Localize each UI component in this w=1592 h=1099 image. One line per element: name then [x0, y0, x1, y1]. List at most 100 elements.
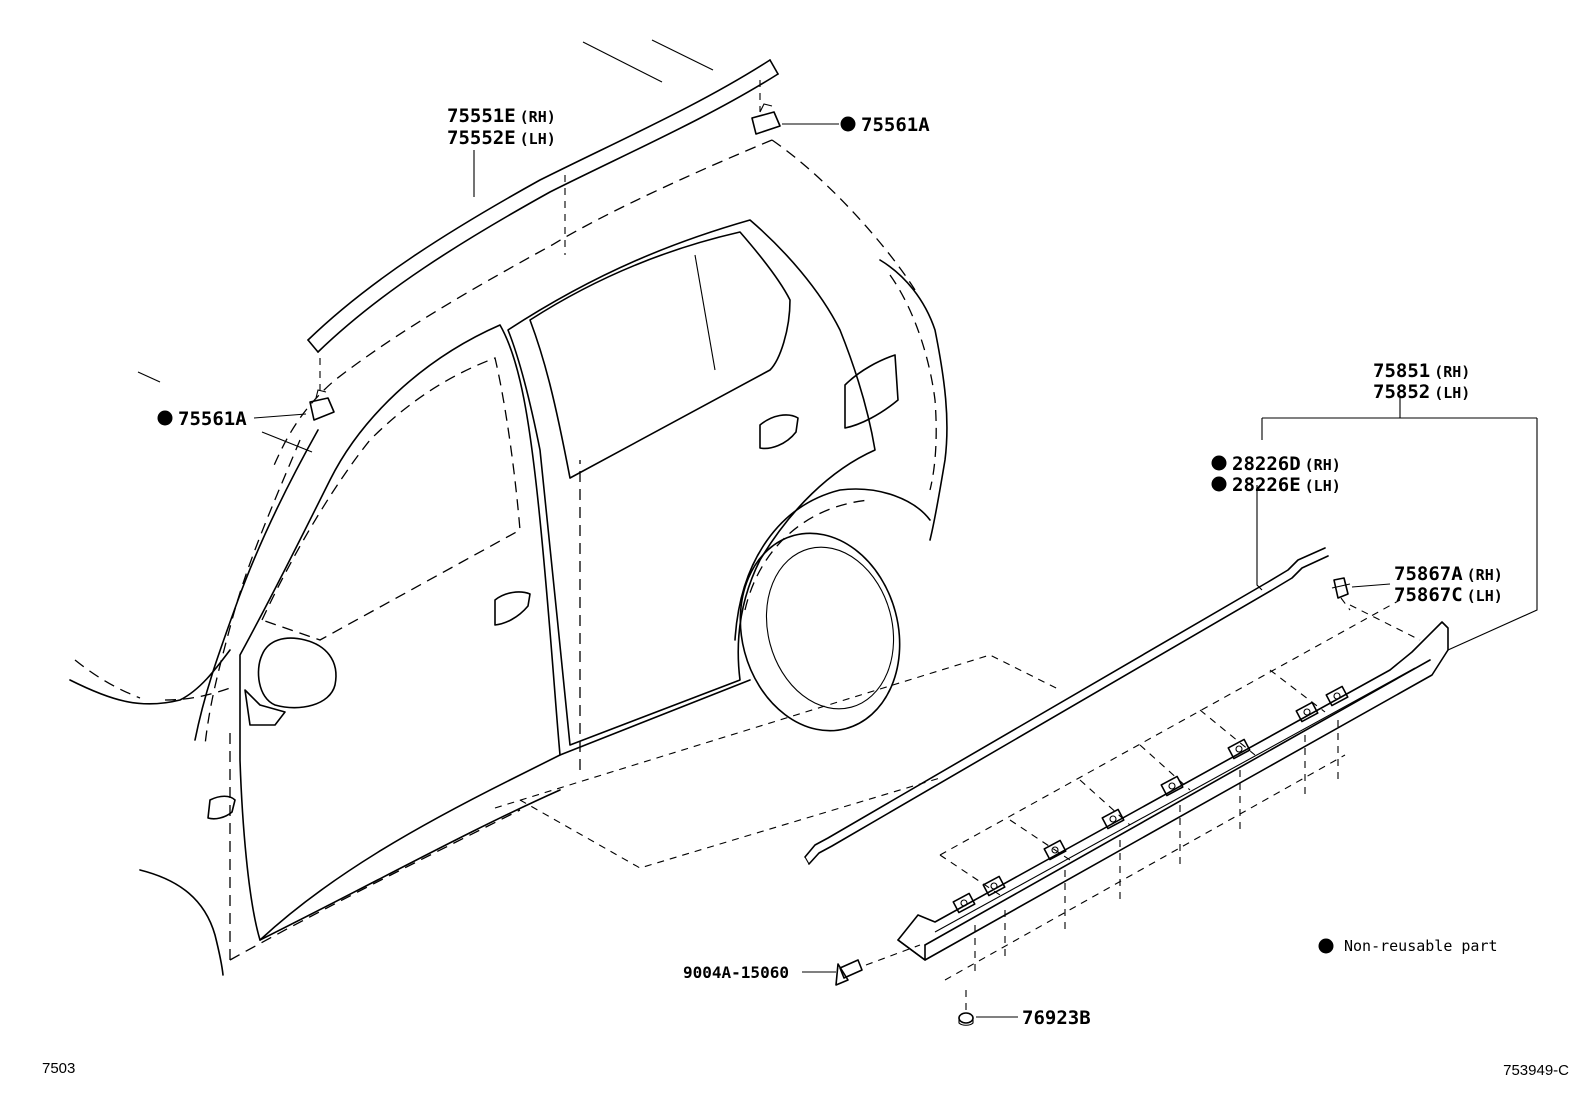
label-tape-lh: 28226E(LH) [1232, 474, 1341, 496]
projection-line [944, 754, 1346, 981]
label-clip-upper: 75561A [861, 114, 930, 136]
non-reusable-bullet [1211, 455, 1227, 471]
leader-clip-left [253, 413, 307, 419]
plug-body [958, 1012, 974, 1024]
projection-line [939, 854, 1001, 896]
projection-line [1139, 744, 1191, 791]
leader-clip-left-2 [261, 431, 313, 453]
clip-body [309, 397, 335, 421]
roof-outline [271, 139, 773, 471]
label-rocker-clip-lh: 75867C(LH) [1394, 584, 1503, 606]
a-pillar-outline [204, 439, 301, 746]
leader-rocker-clip [1351, 583, 1391, 588]
projection-line [1079, 779, 1131, 826]
hood-outline [74, 659, 141, 699]
rocker-tape [804, 547, 1329, 865]
label-roof-molding-rh: 75551E(RH) [447, 105, 556, 127]
roof-molding-end [307, 339, 319, 353]
clip-upper-icon [751, 103, 781, 135]
tab-shape [1295, 701, 1319, 723]
front-door-window-outline [261, 357, 521, 641]
tab-shape [1227, 738, 1251, 760]
rocker-molding-ridge [934, 667, 1416, 933]
a-pillar [194, 429, 319, 741]
tab-icon [1295, 701, 1319, 723]
rocker-molding [897, 621, 1449, 961]
projection-line [1199, 709, 1256, 756]
tab-hole [1333, 692, 1341, 700]
screw-leader-dashed [865, 944, 921, 966]
roof-edge-line [582, 41, 663, 83]
projection-line [939, 599, 1401, 856]
screw-icon [835, 959, 863, 986]
tape-upper-edge [804, 547, 1326, 858]
clip-leader-dashed [1340, 597, 1351, 611]
footer-left-code: 7503 [42, 1060, 75, 1077]
label-rocker-clip-rh: 75867A(RH) [1394, 563, 1503, 585]
legend-bullet [1318, 938, 1334, 954]
rocker-molding-body [897, 621, 1449, 961]
front-door [239, 324, 561, 941]
roof-molding [307, 59, 779, 396]
projection-line [494, 654, 1061, 809]
clip-body [751, 111, 781, 135]
label-roof-molding-lh: 75552E(LH) [447, 127, 556, 149]
side-mirror [257, 637, 337, 709]
label-clip-left: 75561A [178, 408, 247, 430]
side-marker [207, 795, 236, 820]
tab-shape [952, 892, 976, 914]
clip-left-icon [309, 389, 335, 421]
hood-edge-line [137, 371, 161, 383]
tab-icon [1325, 685, 1349, 707]
tab-icon [1043, 839, 1067, 861]
non-reusable-bullet [157, 410, 173, 426]
body-lower-edge-front [259, 789, 561, 941]
roof-molding-inner [317, 73, 779, 353]
clip-fin [1331, 583, 1351, 589]
rocker-clip-tabs [952, 685, 1349, 914]
rocker-molding-front-end [897, 939, 926, 961]
tape-lower-edge [808, 555, 1329, 865]
projection-line [519, 777, 941, 869]
tab-hole [990, 882, 998, 890]
front-door-handle [494, 591, 531, 626]
tab-icon [952, 892, 976, 914]
rear-quarter-dashed [889, 274, 937, 491]
tab-shape [982, 875, 1006, 897]
label-plug: 76923B [1022, 1007, 1091, 1029]
non-reusable-bullet [1211, 476, 1227, 492]
plug-icon [958, 1012, 974, 1026]
tab-icon [982, 875, 1006, 897]
rear-arch-dashed [744, 499, 871, 611]
mirror-base [244, 689, 286, 726]
screw-head [835, 963, 849, 986]
plug-base [958, 1018, 974, 1026]
rear-wheel-inner [765, 546, 895, 710]
roof-molding-end [769, 59, 779, 75]
tab-icon [1227, 738, 1251, 760]
rocker-molding-ridge [924, 659, 1431, 946]
non-reusable-bullet [840, 116, 856, 132]
rear-quarter-outline [879, 259, 948, 541]
tab-icon [1160, 775, 1184, 797]
clip-body [1333, 577, 1349, 599]
tab-hole [960, 899, 968, 907]
window-divider [694, 254, 716, 371]
tab-hole [1168, 782, 1176, 790]
roof-edge-line [651, 39, 714, 71]
tab-shape [1101, 808, 1125, 830]
fender-outline [164, 687, 231, 701]
roof-molding-outer [307, 59, 771, 341]
rear-door-window [529, 231, 791, 479]
hood-line [69, 649, 231, 705]
rear-door [507, 219, 876, 746]
tape-end [804, 856, 810, 865]
tab-hole [1051, 846, 1059, 854]
tab-shape [1160, 775, 1184, 797]
car-body-outline [69, 39, 1061, 976]
rear-door-handle [759, 414, 799, 450]
screw-shank [839, 959, 863, 979]
tab-shape [1043, 839, 1067, 861]
clip-tab [315, 389, 327, 399]
